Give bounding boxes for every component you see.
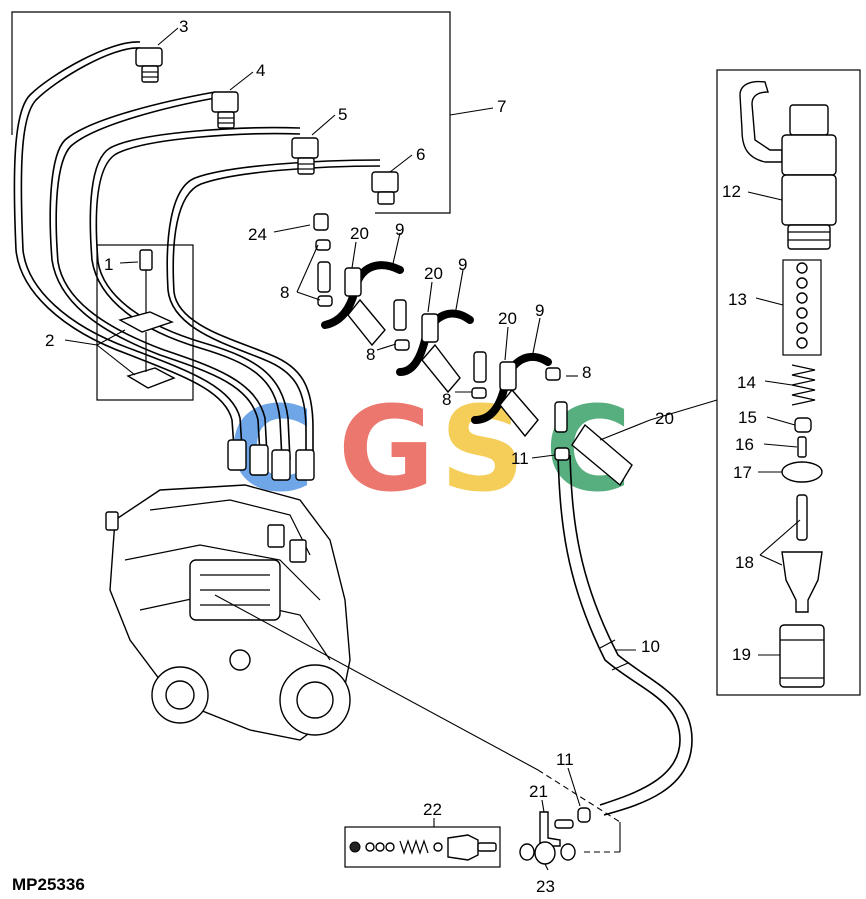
callout-22: 22 xyxy=(423,800,442,819)
spring-seat-15 xyxy=(794,417,812,433)
callout-8c: 8 xyxy=(442,390,451,409)
line-fitting-4 xyxy=(211,91,239,129)
callout-14: 14 xyxy=(737,373,756,392)
line-fitting-5 xyxy=(291,137,319,175)
callout-24: 24 xyxy=(248,225,267,244)
nozzle-18 xyxy=(781,494,823,613)
callout-11a: 11 xyxy=(511,449,529,468)
spring-14 xyxy=(791,364,816,406)
callout-8b: 8 xyxy=(366,345,375,364)
clip-8d xyxy=(471,387,487,399)
callout-17: 17 xyxy=(733,463,752,482)
clamp-inset-frame xyxy=(96,244,194,401)
clip-8a xyxy=(315,239,331,251)
callout-13: 13 xyxy=(728,290,747,309)
callout-15: 15 xyxy=(738,408,757,427)
callout-9b: 9 xyxy=(458,255,467,274)
figure-reference: MP25336 xyxy=(12,875,85,894)
callout-10: 10 xyxy=(641,637,660,656)
callout-2: 2 xyxy=(45,331,54,350)
bleed-kit-22 xyxy=(344,826,501,868)
clamp-bolt xyxy=(139,249,153,271)
cap-24 xyxy=(313,213,329,231)
callout-19: 19 xyxy=(732,645,751,664)
callout-21: 21 xyxy=(529,782,548,801)
return-hose xyxy=(557,454,693,816)
retaining-nut-19 xyxy=(779,624,825,688)
pump-to-fitting-centerline xyxy=(214,594,539,771)
callout-20d: 20 xyxy=(655,409,674,428)
pin-16 xyxy=(797,436,807,458)
callout-11b: 11 xyxy=(556,750,574,769)
callout-4: 4 xyxy=(256,61,265,80)
callout-20b: 20 xyxy=(424,264,443,283)
injector-body-d xyxy=(554,401,633,487)
shim-kit-13 xyxy=(782,259,822,356)
clip-8e xyxy=(545,367,561,381)
callout-8a: 8 xyxy=(280,283,289,302)
callout-1: 1 xyxy=(104,255,113,274)
injection-lines xyxy=(13,41,381,461)
injector-body-c xyxy=(473,351,539,438)
injector-body-b xyxy=(393,299,461,394)
injection-lines-frame xyxy=(11,11,451,214)
callout-labels: 1 2 3 4 5 6 7 8 8 8 8 9 9 9 10 11 11 12 … xyxy=(45,17,757,896)
line-fitting-6 xyxy=(371,171,399,205)
injection-pump xyxy=(105,439,351,741)
callout-20c: 20 xyxy=(498,309,517,328)
line-fitting-3 xyxy=(135,47,163,83)
injector-body-a xyxy=(317,261,386,347)
callout-9c: 9 xyxy=(535,301,544,320)
callout-7: 7 xyxy=(497,97,506,116)
injector-assembly-12 xyxy=(739,80,837,250)
clip-8c xyxy=(394,339,410,351)
clamp-upper xyxy=(118,311,174,333)
callout-23: 23 xyxy=(536,877,555,896)
callout-20a: 20 xyxy=(350,224,369,243)
callout-16: 16 xyxy=(735,435,754,454)
clamp-lower xyxy=(126,367,176,389)
callout-8d: 8 xyxy=(582,363,591,382)
clip-8b xyxy=(317,295,333,307)
clamp-inset xyxy=(96,244,194,401)
callout-12: 12 xyxy=(722,182,741,201)
callout-9a: 9 xyxy=(395,220,404,239)
callout-5: 5 xyxy=(338,105,347,124)
callout-18: 18 xyxy=(735,553,754,572)
spacer-17 xyxy=(781,461,823,483)
leader-lines xyxy=(64,27,801,871)
clip-11a xyxy=(554,447,570,461)
callout-6: 6 xyxy=(416,145,425,164)
callout-3: 3 xyxy=(179,17,188,36)
injector-exploded-frame xyxy=(716,69,861,696)
fitting-group-23 xyxy=(519,807,591,865)
watermark-letter-2: G xyxy=(338,380,435,518)
